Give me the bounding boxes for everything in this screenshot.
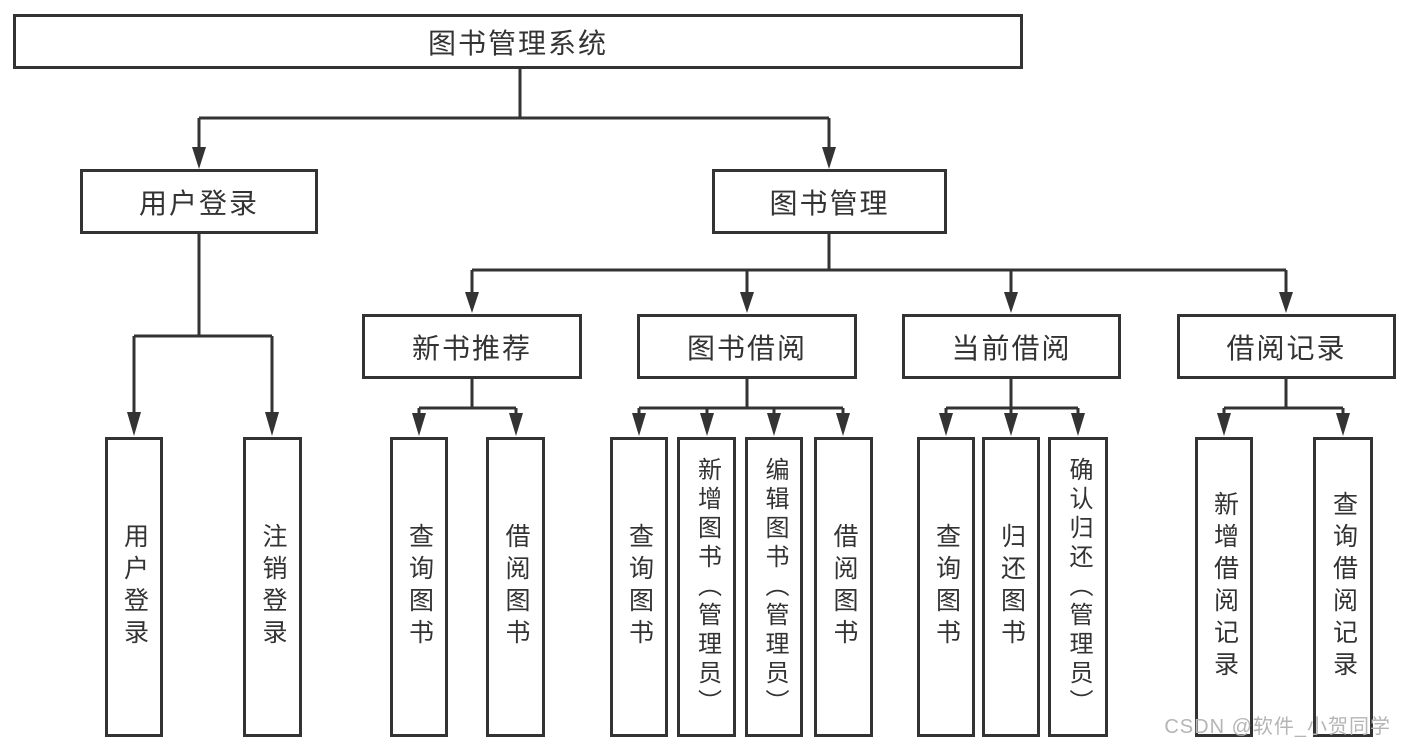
connector-book-borrow-children bbox=[632, 379, 850, 436]
leaf-confirm-return-admin: 确认归还（管理员） bbox=[1048, 437, 1108, 737]
connector-borrow-records-children bbox=[1217, 379, 1350, 436]
node-current-borrow-label: 当前借阅 bbox=[951, 332, 1072, 364]
leaf-borrow-borrow-books: 借阅图书 bbox=[814, 437, 873, 737]
connector-root-to-level2 bbox=[192, 69, 836, 169]
leaf-current-query-books-label: 查询图书 bbox=[932, 523, 961, 651]
node-book-borrow-label: 图书借阅 bbox=[686, 332, 807, 364]
node-new-book-recommend: 新书推荐 bbox=[362, 314, 582, 379]
leaf-user-login-label: 用户登录 bbox=[120, 523, 149, 651]
leaf-newbooks-query-books: 查询图书 bbox=[390, 437, 448, 737]
leaf-newbooks-query-books-label: 查询图书 bbox=[405, 523, 434, 651]
leaf-borrow-query-books: 查询图书 bbox=[610, 437, 668, 737]
connector-new-books-children bbox=[412, 379, 523, 436]
connector-current-borrow-children bbox=[939, 379, 1085, 436]
leaf-return-books: 归还图书 bbox=[982, 437, 1040, 737]
leaf-query-borrow-record: 查询借阅记录 bbox=[1313, 437, 1373, 737]
node-root: 图书管理系统 bbox=[13, 14, 1023, 69]
node-user-login-label: 用户登录 bbox=[138, 187, 259, 219]
leaf-newbooks-borrow-books: 借阅图书 bbox=[486, 437, 545, 737]
leaf-borrow-borrow-books-label: 借阅图书 bbox=[830, 523, 858, 651]
leaf-query-borrow-record-label: 查询借阅记录 bbox=[1329, 491, 1358, 683]
node-book-borrow: 图书借阅 bbox=[637, 314, 857, 379]
node-book-management-label: 图书管理 bbox=[769, 187, 890, 219]
node-user-login: 用户登录 bbox=[80, 169, 318, 234]
leaf-edit-books-admin-label: 编辑图书（管理员） bbox=[761, 456, 788, 718]
leaf-add-borrow-record-label: 新增借阅记录 bbox=[1210, 491, 1239, 683]
connector-book-mgmt-children bbox=[465, 234, 1293, 313]
leaf-logout: 注销登录 bbox=[243, 437, 302, 737]
leaf-edit-books-admin: 编辑图书（管理员） bbox=[745, 437, 803, 737]
node-borrow-records: 借阅记录 bbox=[1177, 314, 1396, 379]
node-root-label: 图书管理系统 bbox=[427, 27, 608, 59]
leaf-newbooks-borrow-books-label: 借阅图书 bbox=[502, 523, 530, 651]
leaf-current-query-books: 查询图书 bbox=[917, 437, 975, 737]
leaf-return-books-label: 归还图书 bbox=[997, 523, 1026, 651]
leaf-borrow-query-books-label: 查询图书 bbox=[625, 523, 654, 651]
leaf-add-borrow-record: 新增借阅记录 bbox=[1195, 437, 1253, 737]
connector-user-login-children bbox=[127, 234, 279, 436]
leaf-user-login: 用户登录 bbox=[105, 437, 163, 737]
csdn-watermark: CSDN @软件_小贺同学 bbox=[1164, 716, 1391, 738]
leaf-confirm-return-admin-label: 确认归还（管理员） bbox=[1065, 456, 1092, 718]
node-borrow-records-label: 借阅记录 bbox=[1226, 332, 1347, 364]
node-book-management: 图书管理 bbox=[712, 169, 947, 234]
node-current-borrow: 当前借阅 bbox=[902, 314, 1121, 379]
node-new-book-recommend-label: 新书推荐 bbox=[411, 332, 532, 364]
leaf-add-books-admin-label: 新增图书（管理员） bbox=[693, 456, 721, 718]
leaf-logout-label: 注销登录 bbox=[259, 523, 287, 651]
leaf-add-books-admin: 新增图书（管理员） bbox=[677, 437, 736, 737]
